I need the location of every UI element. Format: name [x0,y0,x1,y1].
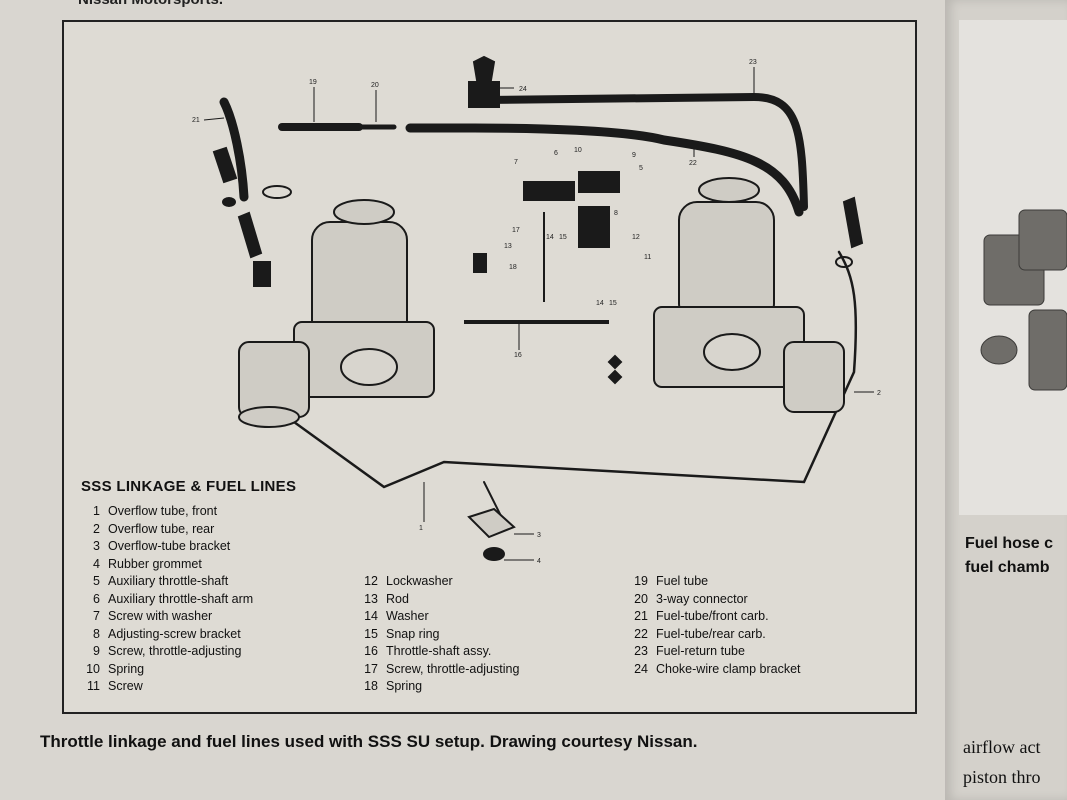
callout-15b: 15 [609,300,617,307]
callout-22: 22 [689,160,697,167]
callout-10: 10 [574,147,582,154]
callout-21: 21 [192,117,200,124]
callout-3: 3 [537,532,541,539]
callout-13: 13 [504,243,512,250]
exploded-parts-diagram: 19 20 21 24 23 22 2 3 4 1 16 17 18 13 14… [192,55,881,565]
callout-4: 4 [537,558,541,565]
callout-17: 17 [512,227,520,234]
callout-8: 8 [614,210,618,217]
callout-12: 12 [632,234,640,241]
book-page-right: Fuel hose c fuel chamb airflow act pisto… [945,0,1067,800]
rear-carburetor-drawing [653,177,845,413]
callout-18: 18 [509,264,517,271]
front-carburetor-drawing [238,199,435,428]
callout-6: 6 [554,150,558,157]
callout-numbers: 19 20 21 24 23 22 2 3 4 1 16 17 18 13 14… [192,59,881,565]
callout-5: 5 [639,165,643,172]
right-page-body-text: airflow act piston thro [963,737,1041,787]
header-text: Nissan Motorsports. [78,0,223,8]
figure-caption: Throttle linkage and fuel lines used wit… [40,732,698,751]
callout-16: 16 [514,352,522,359]
callout-9: 9 [632,152,636,159]
book-page-left: Nissan Motorsports. [40,0,917,751]
callout-15a: 15 [559,234,567,241]
callout-2: 2 [877,390,881,397]
fuel-line-drawing [219,92,858,523]
callout-20: 20 [371,82,379,89]
callout-19: 19 [309,79,317,86]
figure-box: 19 20 21 24 23 22 2 3 4 1 16 17 18 13 14… [62,20,917,714]
carburetor-photo [959,20,1067,515]
callout-7: 7 [514,159,518,166]
carburetor-photo-drawing [959,20,1067,515]
callout-11: 11 [644,254,651,261]
callout-24: 24 [519,86,527,93]
right-page-caption: Fuel hose c fuel chamb [965,535,1054,576]
small-parts-drawing [212,146,864,287]
callout-1: 1 [419,525,423,532]
legend-title: SSS LINKAGE & FUEL LINES [81,478,297,495]
callout-14a: 14 [546,234,554,241]
linkage-drawing [464,55,623,561]
callout-14b: 14 [596,300,604,307]
callout-23: 23 [749,59,757,66]
callout-leaders [203,67,874,561]
